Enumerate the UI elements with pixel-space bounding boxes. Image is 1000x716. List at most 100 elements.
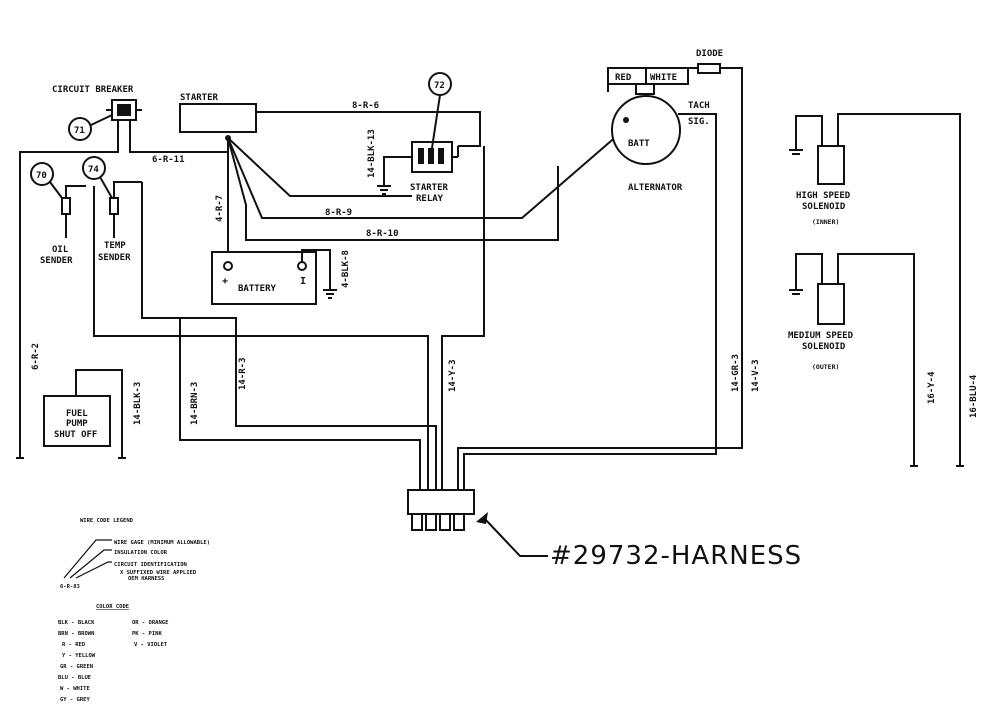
ground-icon — [789, 289, 803, 295]
high-speed-label-3: (INNER) — [812, 218, 839, 226]
color-y: Y - YELLOW — [62, 653, 96, 659]
wire-label-14-blk-3: 14-BLK-3 — [133, 382, 143, 425]
alternator-plug — [635, 83, 655, 95]
high-speed-label-2: SOLENOID — [802, 202, 846, 212]
circuit-breaker-label: CIRCUIT BREAKER — [52, 85, 134, 95]
starter-relay-label-2: RELAY — [416, 194, 444, 204]
svg-text:72: 72 — [434, 81, 445, 91]
starter-relay — [402, 141, 459, 173]
color-blk: BLK - BLACK — [58, 620, 95, 626]
callout-70: 70 — [30, 162, 63, 199]
legend-item-circuit: CIRCUIT IDENTIFICATION — [114, 562, 187, 568]
color-gr: GR - GREEN — [60, 664, 93, 670]
starter-relay-label-1: STARTER — [410, 183, 449, 193]
legend-item-insulation: INSULATION COLOR — [114, 550, 168, 556]
diode — [697, 63, 721, 74]
alternator — [611, 95, 681, 165]
color-or: OR - ORANGE — [132, 620, 168, 626]
wire-starter-relay — [227, 137, 412, 197]
wire-8-r-6 — [256, 111, 481, 147]
tach-label: TACH — [688, 101, 710, 111]
wire-14-gr-3 — [463, 113, 717, 474]
color-w: W - WHITE — [60, 686, 90, 692]
alternator-batt-terminal — [623, 117, 629, 123]
wire-14-brn-3 — [141, 182, 421, 474]
legend-item-oem: OEM HARNESS — [128, 576, 164, 582]
harness-connector — [407, 474, 475, 531]
wire-label-14-gr-3: 14-GR-3 — [731, 354, 741, 392]
wire-label-14-brn-3: 14-BRN-3 — [190, 382, 200, 425]
wire-label-16-y-4: 16-Y-4 — [927, 371, 937, 404]
alternator-batt-label: BATT — [628, 139, 650, 149]
medium-speed-ground-wire — [795, 253, 823, 290]
wire-label-14-r-3: 14-R-3 — [238, 357, 248, 390]
ground-icon — [377, 185, 391, 195]
wire-14-y-3 — [441, 146, 485, 474]
high-speed-solenoid — [817, 145, 845, 185]
svg-text:70: 70 — [36, 171, 47, 181]
battery-negative-terminal — [297, 261, 307, 271]
temp-sender — [109, 197, 119, 215]
wire-16-y-4 — [837, 253, 915, 466]
wire-label-8-r-6: 8-R-6 — [352, 101, 379, 111]
wire-label-14-y-3: 14-Y-3 — [448, 359, 458, 392]
medium-speed-label-1: MEDIUM SPEED — [788, 331, 854, 341]
alternator-label: ALTERNATOR — [628, 183, 683, 193]
color-gy: GY - GREY — [60, 697, 90, 703]
oil-sender-label-1: OIL — [52, 245, 69, 255]
wire-14-blk-3 — [75, 369, 123, 458]
high-speed-label-1: HIGH SPEED — [796, 191, 851, 201]
oil-sender-ground-wire — [65, 185, 86, 198]
alternator-white-label: WHITE — [650, 73, 677, 83]
callout-72: 72 — [428, 72, 452, 149]
wire-8-r-10 — [227, 137, 559, 241]
medium-speed-label-3: (OUTER) — [812, 363, 839, 371]
wire-label-4-blk-8: 4-BLK-8 — [341, 250, 351, 288]
temp-sender-label-1: TEMP — [104, 241, 126, 251]
diode-label: DIODE — [696, 49, 723, 59]
wire-14-r-3 — [228, 317, 437, 474]
fuel-pump-label-3: SHUT OFF — [54, 430, 97, 440]
wire-8-r-9 — [227, 127, 627, 219]
wire-label-8-r-10: 8-R-10 — [366, 229, 399, 239]
wire-label-6-r-2: 6-R-2 — [31, 343, 41, 370]
color-blu: BLU - BLUE — [58, 675, 91, 681]
battery-label: BATTERY — [238, 284, 277, 294]
legend-leader-lines — [63, 539, 112, 579]
oil-sender — [61, 197, 71, 215]
wire-label-14-v-3: 14-V-3 — [751, 359, 761, 392]
battery-plus: + — [222, 276, 228, 287]
wire-6-r-2 — [19, 120, 119, 458]
color-pk: PK - PINK — [132, 631, 162, 637]
fuel-pump-shut-off — [43, 395, 111, 447]
color-v: V - VIOLET — [134, 642, 168, 648]
battery — [211, 251, 317, 305]
temp-sender-wire — [113, 181, 142, 198]
color-code-title: COLOR CODE — [96, 604, 129, 610]
callout-71: 71 — [68, 114, 113, 141]
color-r: R - RED — [62, 642, 86, 648]
fuel-pump-label-1: FUEL — [66, 409, 88, 419]
high-speed-ground-wire — [795, 115, 823, 150]
wire-14-v-3-harness — [457, 392, 743, 474]
harness-label: #29732-HARNESS — [550, 541, 802, 571]
callout-74: 74 — [82, 156, 113, 199]
wire-16-blu-4 — [837, 113, 961, 466]
wire-oil-sender-harness — [93, 186, 429, 474]
svg-text:74: 74 — [88, 165, 99, 175]
legend-item-suffixed: X SUFFIXED WIRE APPLIED — [120, 570, 197, 576]
legend-item-gage: WIRE GAGE (MINIMUM ALLOWABLE) — [114, 540, 210, 546]
alternator-red-label: RED — [615, 73, 632, 83]
starter-label: STARTER — [180, 93, 219, 103]
wire-label-6-r-11: 6-R-11 — [152, 155, 185, 165]
legend-title: WIRE CODE LEGEND — [80, 518, 134, 524]
legend-example: 6-R-83 — [60, 584, 80, 590]
wire-label-8-r-9: 8-R-9 — [325, 208, 352, 218]
medium-speed-solenoid — [817, 283, 845, 325]
ground-icon — [789, 149, 803, 155]
temp-sender-label-2: SENDER — [98, 253, 131, 263]
fuel-pump-label-2: PUMP — [66, 419, 88, 429]
wire-label-16-blu-4: 16-BLU-4 — [969, 374, 979, 418]
